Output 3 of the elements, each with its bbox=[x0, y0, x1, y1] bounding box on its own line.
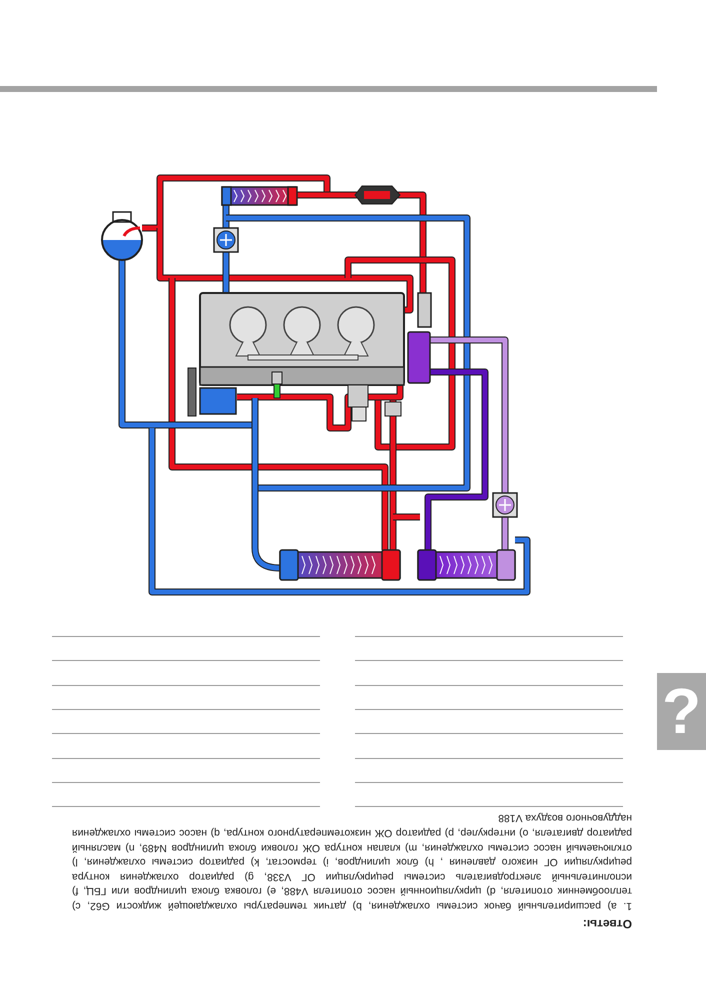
answers-heading: Ответы: bbox=[582, 917, 632, 932]
question-mark-tab: ? bbox=[657, 673, 706, 750]
answers-text: 1. a) расширительный бачок системы охлаждения, b) датчик температуры охлаждающей жидкости G62, c) теплообменник отопителя, d) циркуляционный насос отопителя V488, e) головка блока цилиндров или ГБЦ, f) исполнительный электродвигатель системы рециркуляции ОГ V338, g) радиатор охлаждения контура рециркуляции ОГ низкого давления , h) блок цилиндров, i) термостат, k) радиатор системы охлаждения, l) отключаемый насос системы охлаждения, m) клапан контура ОЖ головки блока цилиндров N489, n) масляный радиатор двигателя, o) интеркулер, p) радиатор ОЖ низкотемпературного контура, q) насос системы охлаждения наддувочного воздуха V188 bbox=[72, 812, 632, 912]
